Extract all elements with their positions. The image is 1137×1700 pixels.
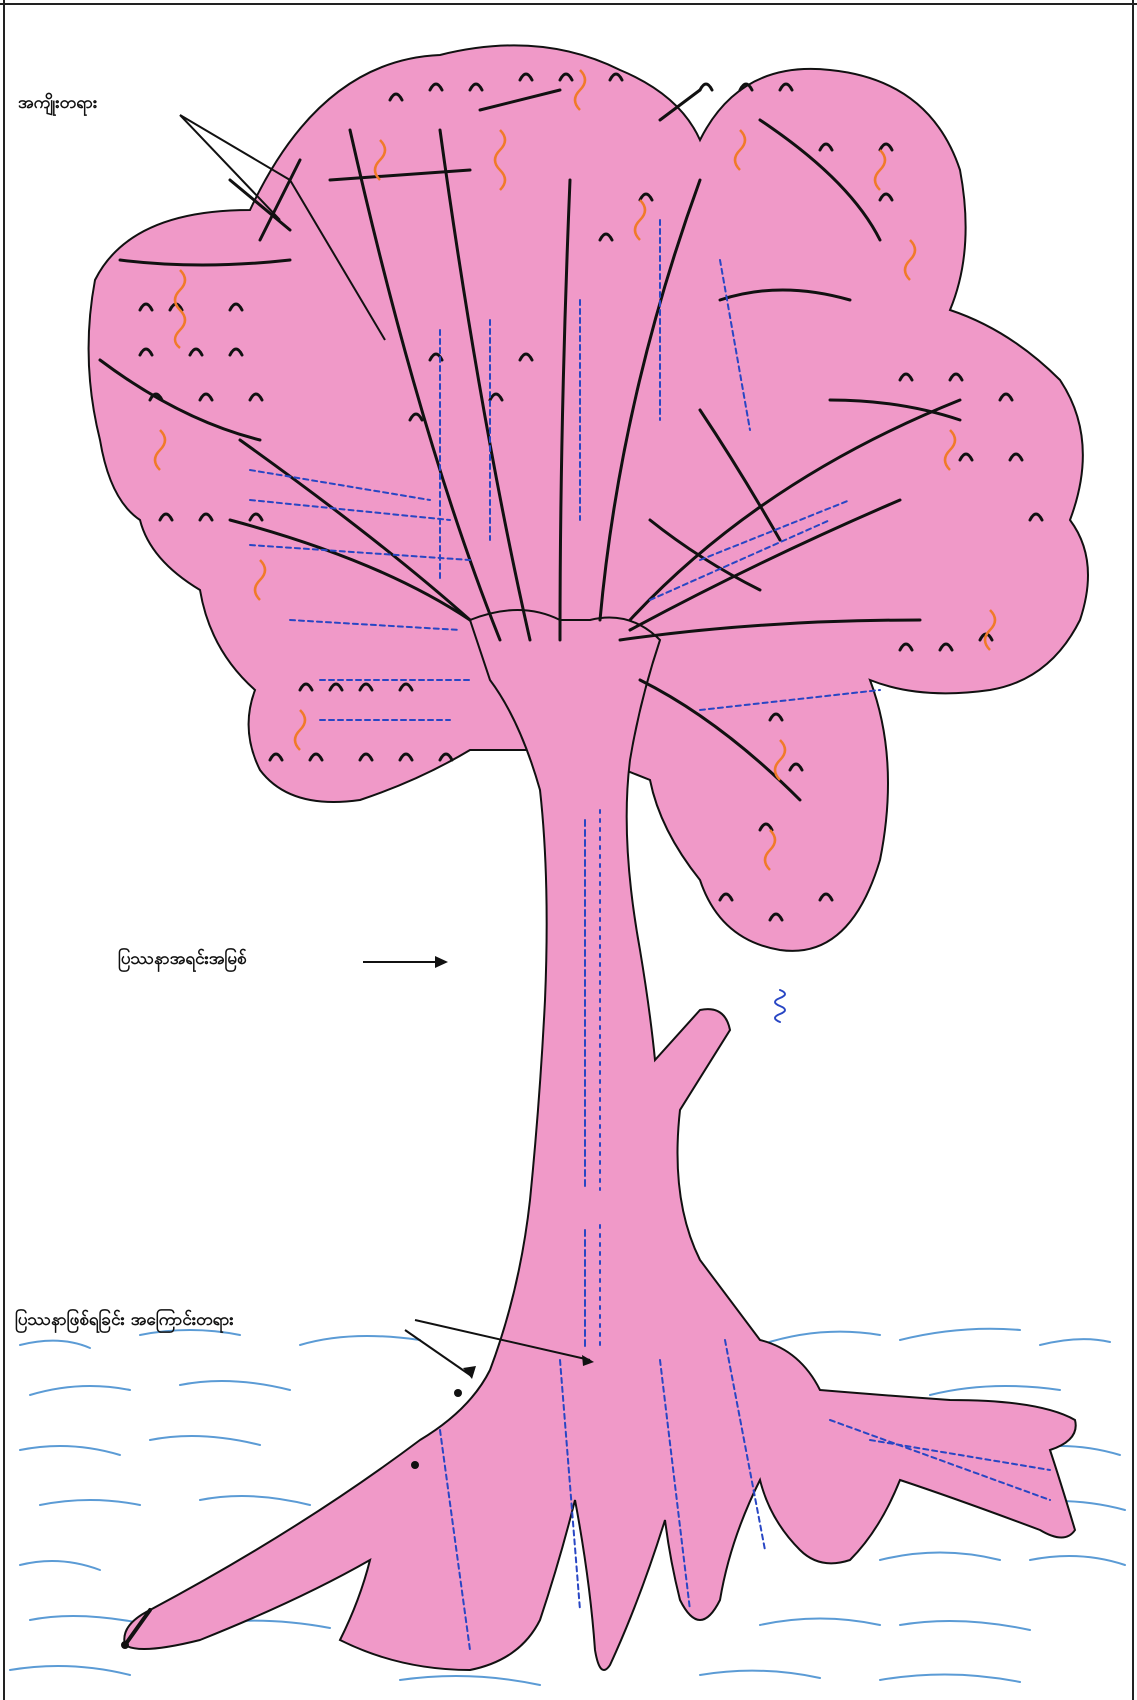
label-effects: အကျိုးတရား <box>18 92 97 117</box>
arrow-icon <box>405 1330 470 1375</box>
arrow-icon <box>435 956 448 968</box>
label-root-problem: ပြဿနာအရင်းအမြစ် <box>118 948 247 973</box>
arrow-icon <box>180 115 280 220</box>
arrow-icon <box>180 115 290 180</box>
label-causes: ပြဿနာဖြစ်ရခြင်း အကြောင်းတရား <box>15 1309 234 1334</box>
